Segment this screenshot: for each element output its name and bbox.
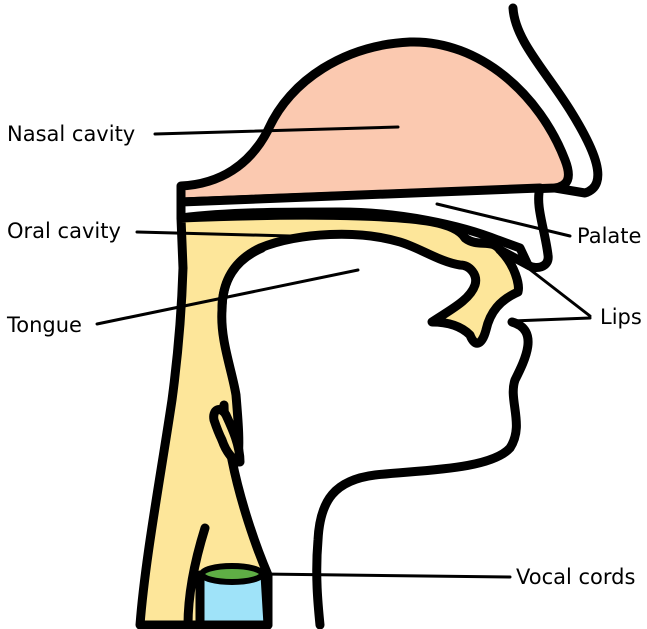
tongue-label: Tongue	[6, 313, 82, 337]
lips-leader-upper	[528, 268, 590, 316]
lips-label: Lips	[600, 305, 642, 329]
nasal-cavity-label: Nasal cavity	[7, 122, 135, 146]
vocal-cords-shape	[202, 566, 262, 582]
palate-label: Palate	[577, 224, 641, 248]
vocal-cords-leader	[262, 574, 510, 577]
vocal-cords-label: Vocal cords	[516, 565, 635, 589]
chin-outline	[317, 322, 528, 625]
oral-cavity-label: Oral cavity	[7, 219, 121, 243]
lips-leader-lower	[512, 318, 590, 321]
nasal-cavity-region	[181, 42, 568, 202]
